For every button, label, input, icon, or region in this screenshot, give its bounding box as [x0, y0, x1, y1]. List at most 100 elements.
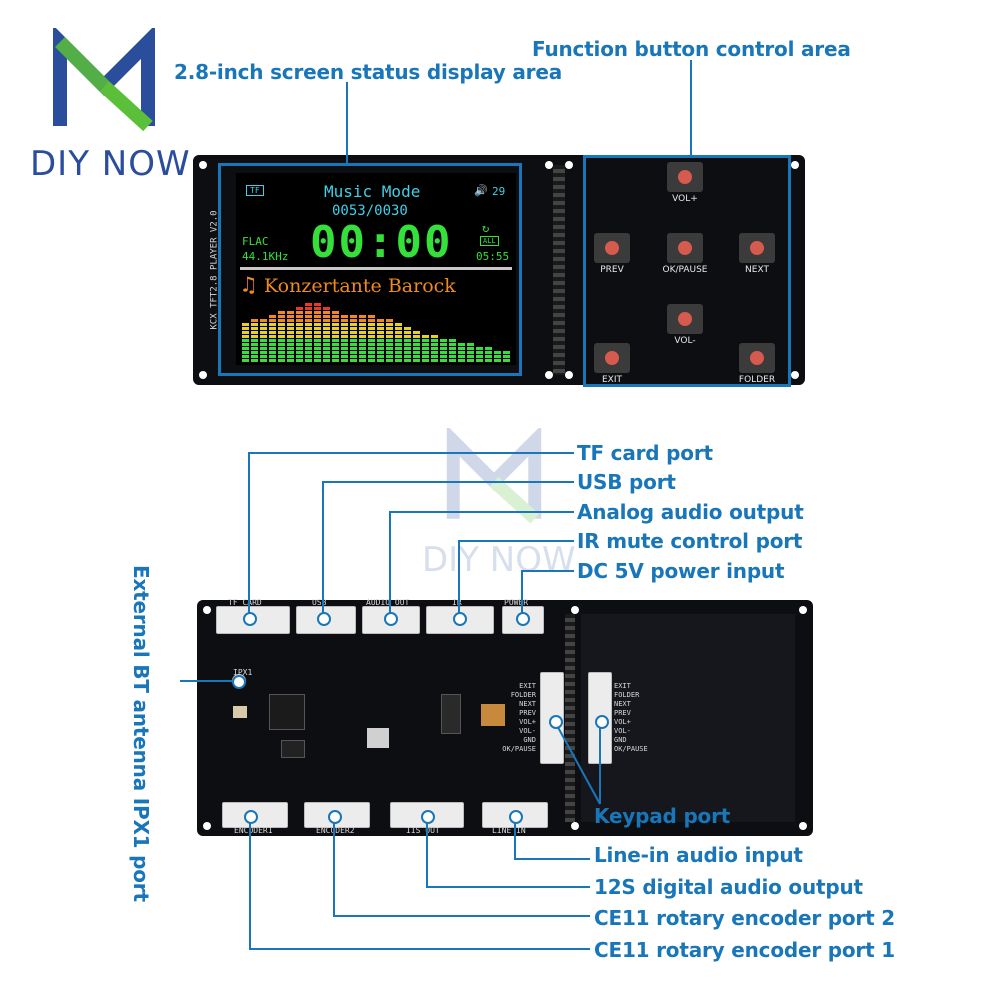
- spectrum-bar-segment: [287, 323, 294, 326]
- spectrum-bar-segment: [314, 343, 321, 346]
- spectrum-bar-segment: [323, 335, 330, 338]
- spectrum-bar-segment: [431, 335, 438, 338]
- spectrum-bar-segment: [359, 339, 366, 342]
- spectrum-bar-segment: [449, 355, 456, 358]
- spectrum-bar-segment: [332, 331, 339, 334]
- spectrum-bar-segment: [341, 347, 348, 350]
- callout-line-in: Line-in audio input: [594, 843, 803, 867]
- spectrum-bar-segment: [305, 351, 312, 354]
- spectrum-bar-segment: [449, 347, 456, 350]
- spectrum-bar-segment: [404, 339, 411, 342]
- keypad-pin-label: VOL-: [614, 727, 631, 735]
- spectrum-bar-segment: [242, 355, 249, 358]
- spectrum-bar-segment: [395, 339, 402, 342]
- spectrum-bar-segment: [476, 359, 483, 362]
- spectrum-bar-segment: [242, 335, 249, 338]
- spectrum-bar-segment: [449, 359, 456, 362]
- spectrum-bar-segment: [287, 359, 294, 362]
- spectrum-bar-segment: [287, 315, 294, 318]
- spectrum-bar-segment: [269, 335, 276, 338]
- spectrum-bar-segment: [323, 311, 330, 314]
- track-duration: 05:55: [476, 250, 510, 263]
- spectrum-bar-segment: [242, 339, 249, 342]
- vol-up-key[interactable]: [667, 162, 703, 192]
- spectrum-bar-segment: [278, 359, 285, 362]
- watermark-logo-icon: [446, 428, 542, 524]
- spectrum-bar-segment: [395, 331, 402, 334]
- spectrum-bar-segment: [377, 355, 384, 358]
- spectrum-bar-segment: [431, 359, 438, 362]
- diy-now-logo-icon: [53, 28, 155, 132]
- spectrum-bar-segment: [359, 331, 366, 334]
- spectrum-bar-segment: [323, 327, 330, 330]
- spectrum-bar-segment: [314, 303, 321, 306]
- ok-pause-key[interactable]: [667, 233, 703, 263]
- spectrum-bar-segment: [287, 347, 294, 350]
- spectrum-bar-segment: [296, 339, 303, 342]
- prev-key[interactable]: [594, 233, 630, 263]
- spectrum-bar-segment: [341, 331, 348, 334]
- callout-bt-antenna: External BT antenna IPX1 port: [129, 565, 153, 902]
- spectrum-bar-segment: [458, 359, 465, 362]
- spectrum-bar-segment: [242, 359, 249, 362]
- button-area-highlight: [583, 155, 791, 387]
- callout-encoder2: CE11 rotary encoder port 2: [594, 906, 895, 930]
- usb-connector[interactable]: [296, 606, 356, 634]
- spectrum-bar-segment: [305, 307, 312, 310]
- spectrum-bar-segment: [251, 343, 258, 346]
- spectrum-bar-segment: [251, 323, 258, 326]
- spectrum-bar-segment: [422, 343, 429, 346]
- spectrum-bar-segment: [296, 355, 303, 358]
- spectrum-bar-segment: [314, 307, 321, 310]
- spectrum-bar-segment: [251, 351, 258, 354]
- exit-key[interactable]: [594, 343, 630, 373]
- spectrum-bar-segment: [278, 311, 285, 314]
- spectrum-bar-segment: [422, 335, 429, 338]
- spectrum-bar-segment: [305, 327, 312, 330]
- callout-status-display: 2.8-inch screen status display area: [174, 60, 563, 84]
- spectrum-bar-segment: [296, 319, 303, 322]
- spectrum-bar-segment: [314, 315, 321, 318]
- spectrum-bar-segment: [413, 351, 420, 354]
- spectrum-bar-segment: [323, 347, 330, 350]
- spectrum-bar-segment: [377, 323, 384, 326]
- spectrum-bar-segment: [386, 327, 393, 330]
- prev-label: PREV: [600, 265, 624, 275]
- spectrum-bar-segment: [260, 323, 267, 326]
- spectrum-bar-segment: [251, 335, 258, 338]
- spectrum-bar-segment: [332, 343, 339, 346]
- spectrum-bar-segment: [269, 323, 276, 326]
- spectrum-bar-segment: [458, 343, 465, 346]
- spectrum-bar-segment: [377, 347, 384, 350]
- spectrum-bar-segment: [278, 327, 285, 330]
- spectrum-bar-segment: [332, 311, 339, 314]
- sample-rate: 44.1KHz: [242, 250, 289, 263]
- spectrum-bar-segment: [386, 359, 393, 362]
- song-title: Konzertante Barock: [264, 275, 456, 297]
- callout-encoder1: CE11 rotary encoder port 1: [594, 938, 895, 962]
- spectrum-bar-segment: [377, 339, 384, 342]
- keypad-pin-label: VOL-: [519, 727, 536, 735]
- next-key[interactable]: [739, 233, 775, 263]
- spectrum-bar-segment: [458, 355, 465, 358]
- spectrum-bar-segment: [350, 315, 357, 318]
- speaker-icon: 🔊: [474, 184, 488, 197]
- spectrum-bar-segment: [431, 347, 438, 350]
- ir-connector[interactable]: [426, 606, 494, 634]
- spectrum-bar-segment: [350, 319, 357, 322]
- spectrum-bar-segment: [368, 323, 375, 326]
- spectrum-bar-segment: [260, 359, 267, 362]
- vol-down-key[interactable]: [667, 304, 703, 334]
- spectrum-bar-segment: [494, 359, 501, 362]
- spectrum-bar-segment: [359, 347, 366, 350]
- keypad-pin-label: VOL+: [614, 718, 631, 726]
- folder-key[interactable]: [739, 343, 775, 373]
- spectrum-bar-segment: [386, 335, 393, 338]
- spectrum-bar-segment: [350, 343, 357, 346]
- spectrum-bar-segment: [260, 339, 267, 342]
- ir-silk: IR: [452, 598, 462, 607]
- spectrum-bar-segment: [359, 343, 366, 346]
- spectrum-bar-segment: [422, 339, 429, 342]
- spectrum-bar-segment: [359, 327, 366, 330]
- spectrum-bar-segment: [314, 327, 321, 330]
